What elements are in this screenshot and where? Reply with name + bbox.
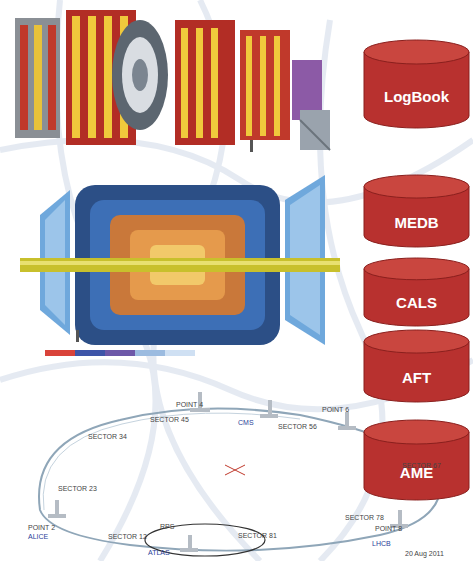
database-cylinder: MEDB xyxy=(363,175,470,247)
map-label: POINT 8 xyxy=(375,525,402,532)
database-cylinder: AME xyxy=(363,420,470,500)
database-name: MEDB xyxy=(363,214,470,231)
map-label: RPS xyxy=(160,523,174,530)
map-label: SECTOR 81 xyxy=(238,532,277,539)
map-label: POINT 4 xyxy=(176,401,203,408)
map-label: ALICE xyxy=(28,533,48,540)
cylinder-shape xyxy=(363,420,470,500)
map-label: SECTOR 56 xyxy=(278,423,317,430)
map-label: POINT 2 xyxy=(28,524,55,531)
map-label: SECTOR 12 xyxy=(108,533,147,540)
cylinder-shape xyxy=(363,40,470,128)
map-label: LHCB xyxy=(372,540,391,547)
cylinder-shape xyxy=(363,175,470,247)
map-label: SECTOR 78 xyxy=(345,514,384,521)
database-cylinder: CALS xyxy=(363,258,470,326)
map-label: CMS xyxy=(238,419,254,426)
database-cylinder: AFT xyxy=(363,330,470,402)
map-label: POINT 6 xyxy=(322,406,349,413)
cylinder-shape xyxy=(363,258,470,326)
database-cylinder: LogBook xyxy=(363,40,470,128)
database-name: CALS xyxy=(363,294,470,311)
map-label: ATLAS xyxy=(148,549,170,556)
cylinder-shape xyxy=(363,330,470,402)
map-label: SECTOR 45 xyxy=(150,416,189,423)
database-name: LogBook xyxy=(363,88,470,105)
map-label: 20 Aug 2011 xyxy=(405,550,444,557)
map-label: SECTOR 23 xyxy=(58,485,97,492)
map-label: SECTOR 67 xyxy=(402,462,441,469)
map-label: SECTOR 34 xyxy=(88,433,127,440)
atlas-detector xyxy=(20,175,340,345)
database-name: AFT xyxy=(363,369,470,386)
cms-detector xyxy=(15,10,330,152)
